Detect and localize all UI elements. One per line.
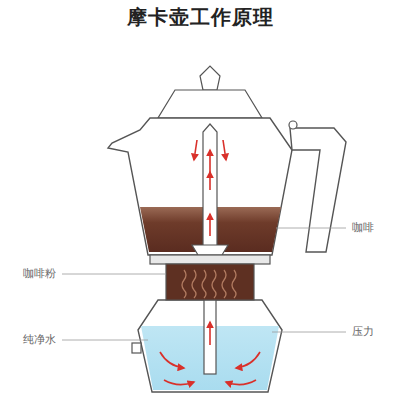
gasket	[150, 255, 270, 264]
lid	[158, 90, 262, 118]
tube-base	[192, 245, 228, 255]
coffee-label: 咖啡	[352, 221, 374, 234]
water-label: 纯净水	[23, 333, 56, 346]
hinge	[289, 121, 297, 129]
central-tube	[203, 124, 217, 245]
safety-valve	[132, 343, 141, 353]
flow-arrows	[160, 140, 260, 385]
flow-arrow	[209, 172, 211, 190]
lower-chamber	[138, 300, 282, 392]
leader-lines	[62, 228, 346, 340]
filter-basket	[166, 264, 254, 300]
diagram-title: 摩卡壶工作原理	[127, 4, 274, 31]
handle	[290, 128, 346, 252]
pressure-label: 压力	[352, 325, 374, 338]
heat-waves	[182, 270, 236, 298]
funnel-stem	[204, 300, 216, 374]
grounds-label: 咖啡粉	[23, 267, 56, 280]
lid-knob	[200, 66, 220, 90]
upper-chamber	[108, 118, 292, 255]
